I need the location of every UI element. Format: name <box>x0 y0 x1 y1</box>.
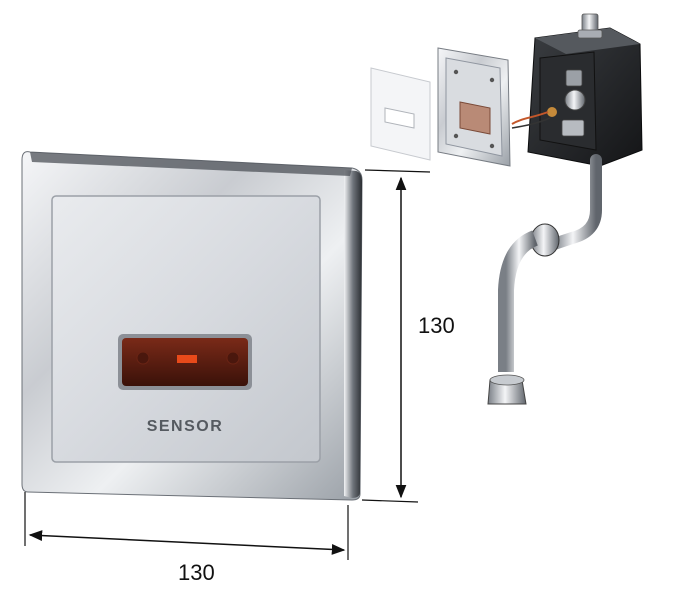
height-dimension-label: 130 <box>418 313 455 338</box>
outlet-pipe <box>487 154 602 405</box>
plate-face <box>51 195 321 463</box>
width-dimension <box>24 492 349 560</box>
sensor-label: SENSOR <box>146 418 224 435</box>
exploded-frame <box>437 47 511 167</box>
valve-box <box>511 13 643 167</box>
sensor-window <box>118 334 252 390</box>
height-dimension <box>361 169 431 503</box>
width-dimension-label: 130 <box>178 560 215 585</box>
sensor-led-icon <box>177 355 197 363</box>
exploded-cover-plate <box>370 67 431 161</box>
sensor-plate <box>21 151 363 501</box>
